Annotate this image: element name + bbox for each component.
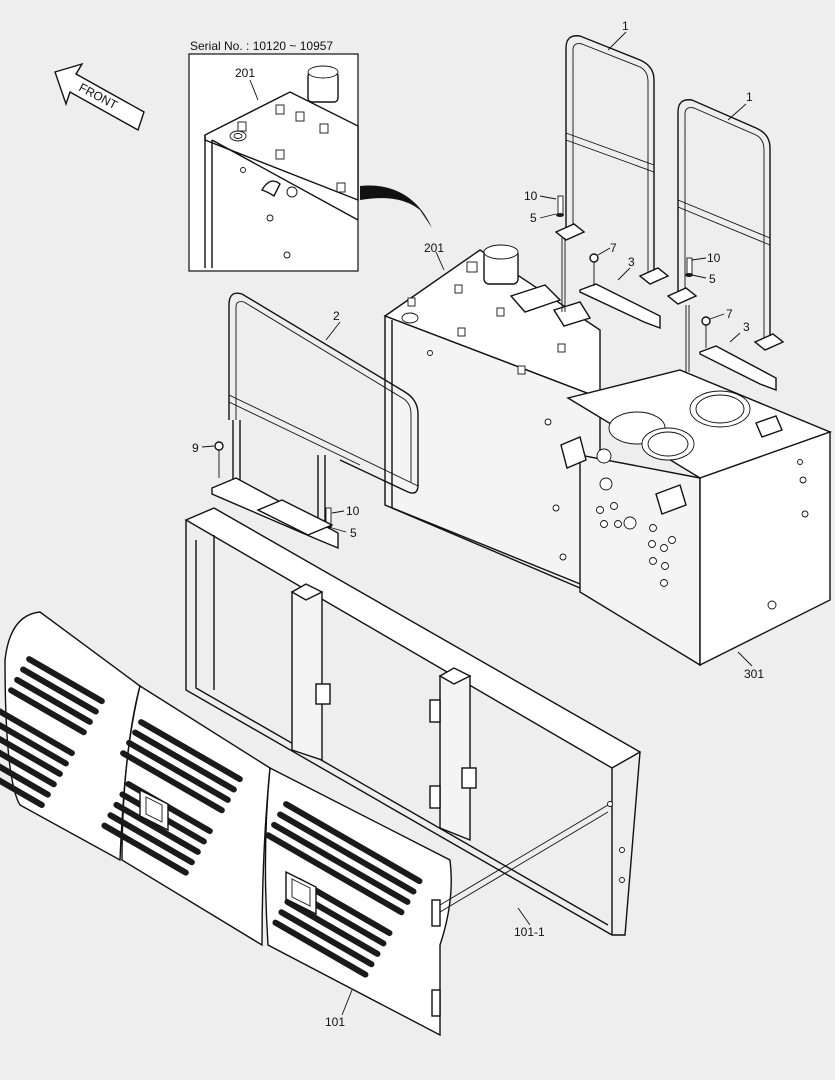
tank-201-cover-plate bbox=[509, 284, 562, 313]
callout-bracket-3a: 3 bbox=[628, 255, 635, 269]
callout-frame-101-1: 101-1 bbox=[514, 925, 545, 939]
callout-bolt-10a: 10 bbox=[524, 189, 538, 203]
cover-hinge-upper bbox=[431, 899, 441, 927]
callout-handrail-2: 2 bbox=[333, 309, 340, 323]
handrail-1-right bbox=[666, 99, 785, 351]
callout-tank-201: 201 bbox=[424, 241, 444, 255]
front-direction-arrow: FRONT bbox=[54, 62, 145, 132]
bolt-washer-set bbox=[214, 195, 711, 529]
callout-leaders bbox=[201, 31, 753, 1016]
callout-handrail-1a: 1 bbox=[622, 19, 629, 33]
callout-cover-101: 101 bbox=[325, 1015, 345, 1029]
cover-vent-slots bbox=[0, 656, 423, 978]
hydraulic-tank-301 bbox=[560, 369, 832, 667]
callout-washer-5c: 5 bbox=[350, 526, 357, 540]
bracket-3-left bbox=[579, 283, 661, 330]
handrail-2 bbox=[211, 292, 419, 550]
cover-latch-left bbox=[139, 788, 169, 832]
callout-bolt-7a: 7 bbox=[610, 241, 617, 255]
detail-pointer-arrow bbox=[360, 185, 432, 228]
hydraulic-tank-201 bbox=[383, 244, 601, 594]
cover-hinge-lower bbox=[431, 989, 441, 1017]
serial-caption: Serial No. : 10120 ~ 10957 bbox=[190, 39, 333, 53]
callout-bolt-10c: 10 bbox=[346, 504, 360, 518]
inset-part-label: 201 bbox=[235, 66, 255, 80]
callout-bolt-9: 9 bbox=[192, 441, 199, 455]
callout-tank-301: 301 bbox=[744, 667, 764, 681]
front-cover-101 bbox=[0, 611, 609, 1037]
callout-washer-5a: 5 bbox=[530, 211, 537, 225]
callout-bolt-7b: 7 bbox=[726, 307, 733, 321]
inset-elbow-fitting bbox=[260, 180, 281, 198]
cover-latch-right bbox=[285, 870, 317, 916]
callout-handrail-1b: 1 bbox=[746, 90, 753, 104]
detail-inset: Serial No. : 10120 ~ 10957 201 bbox=[188, 39, 359, 272]
callout-bolt-10b: 10 bbox=[707, 251, 721, 265]
bracket-3-right bbox=[699, 345, 777, 392]
tank-301-bracket bbox=[655, 484, 687, 515]
frame-101-1 bbox=[184, 507, 642, 936]
callout-bracket-3b: 3 bbox=[743, 320, 750, 334]
callout-washer-5b: 5 bbox=[709, 272, 716, 286]
